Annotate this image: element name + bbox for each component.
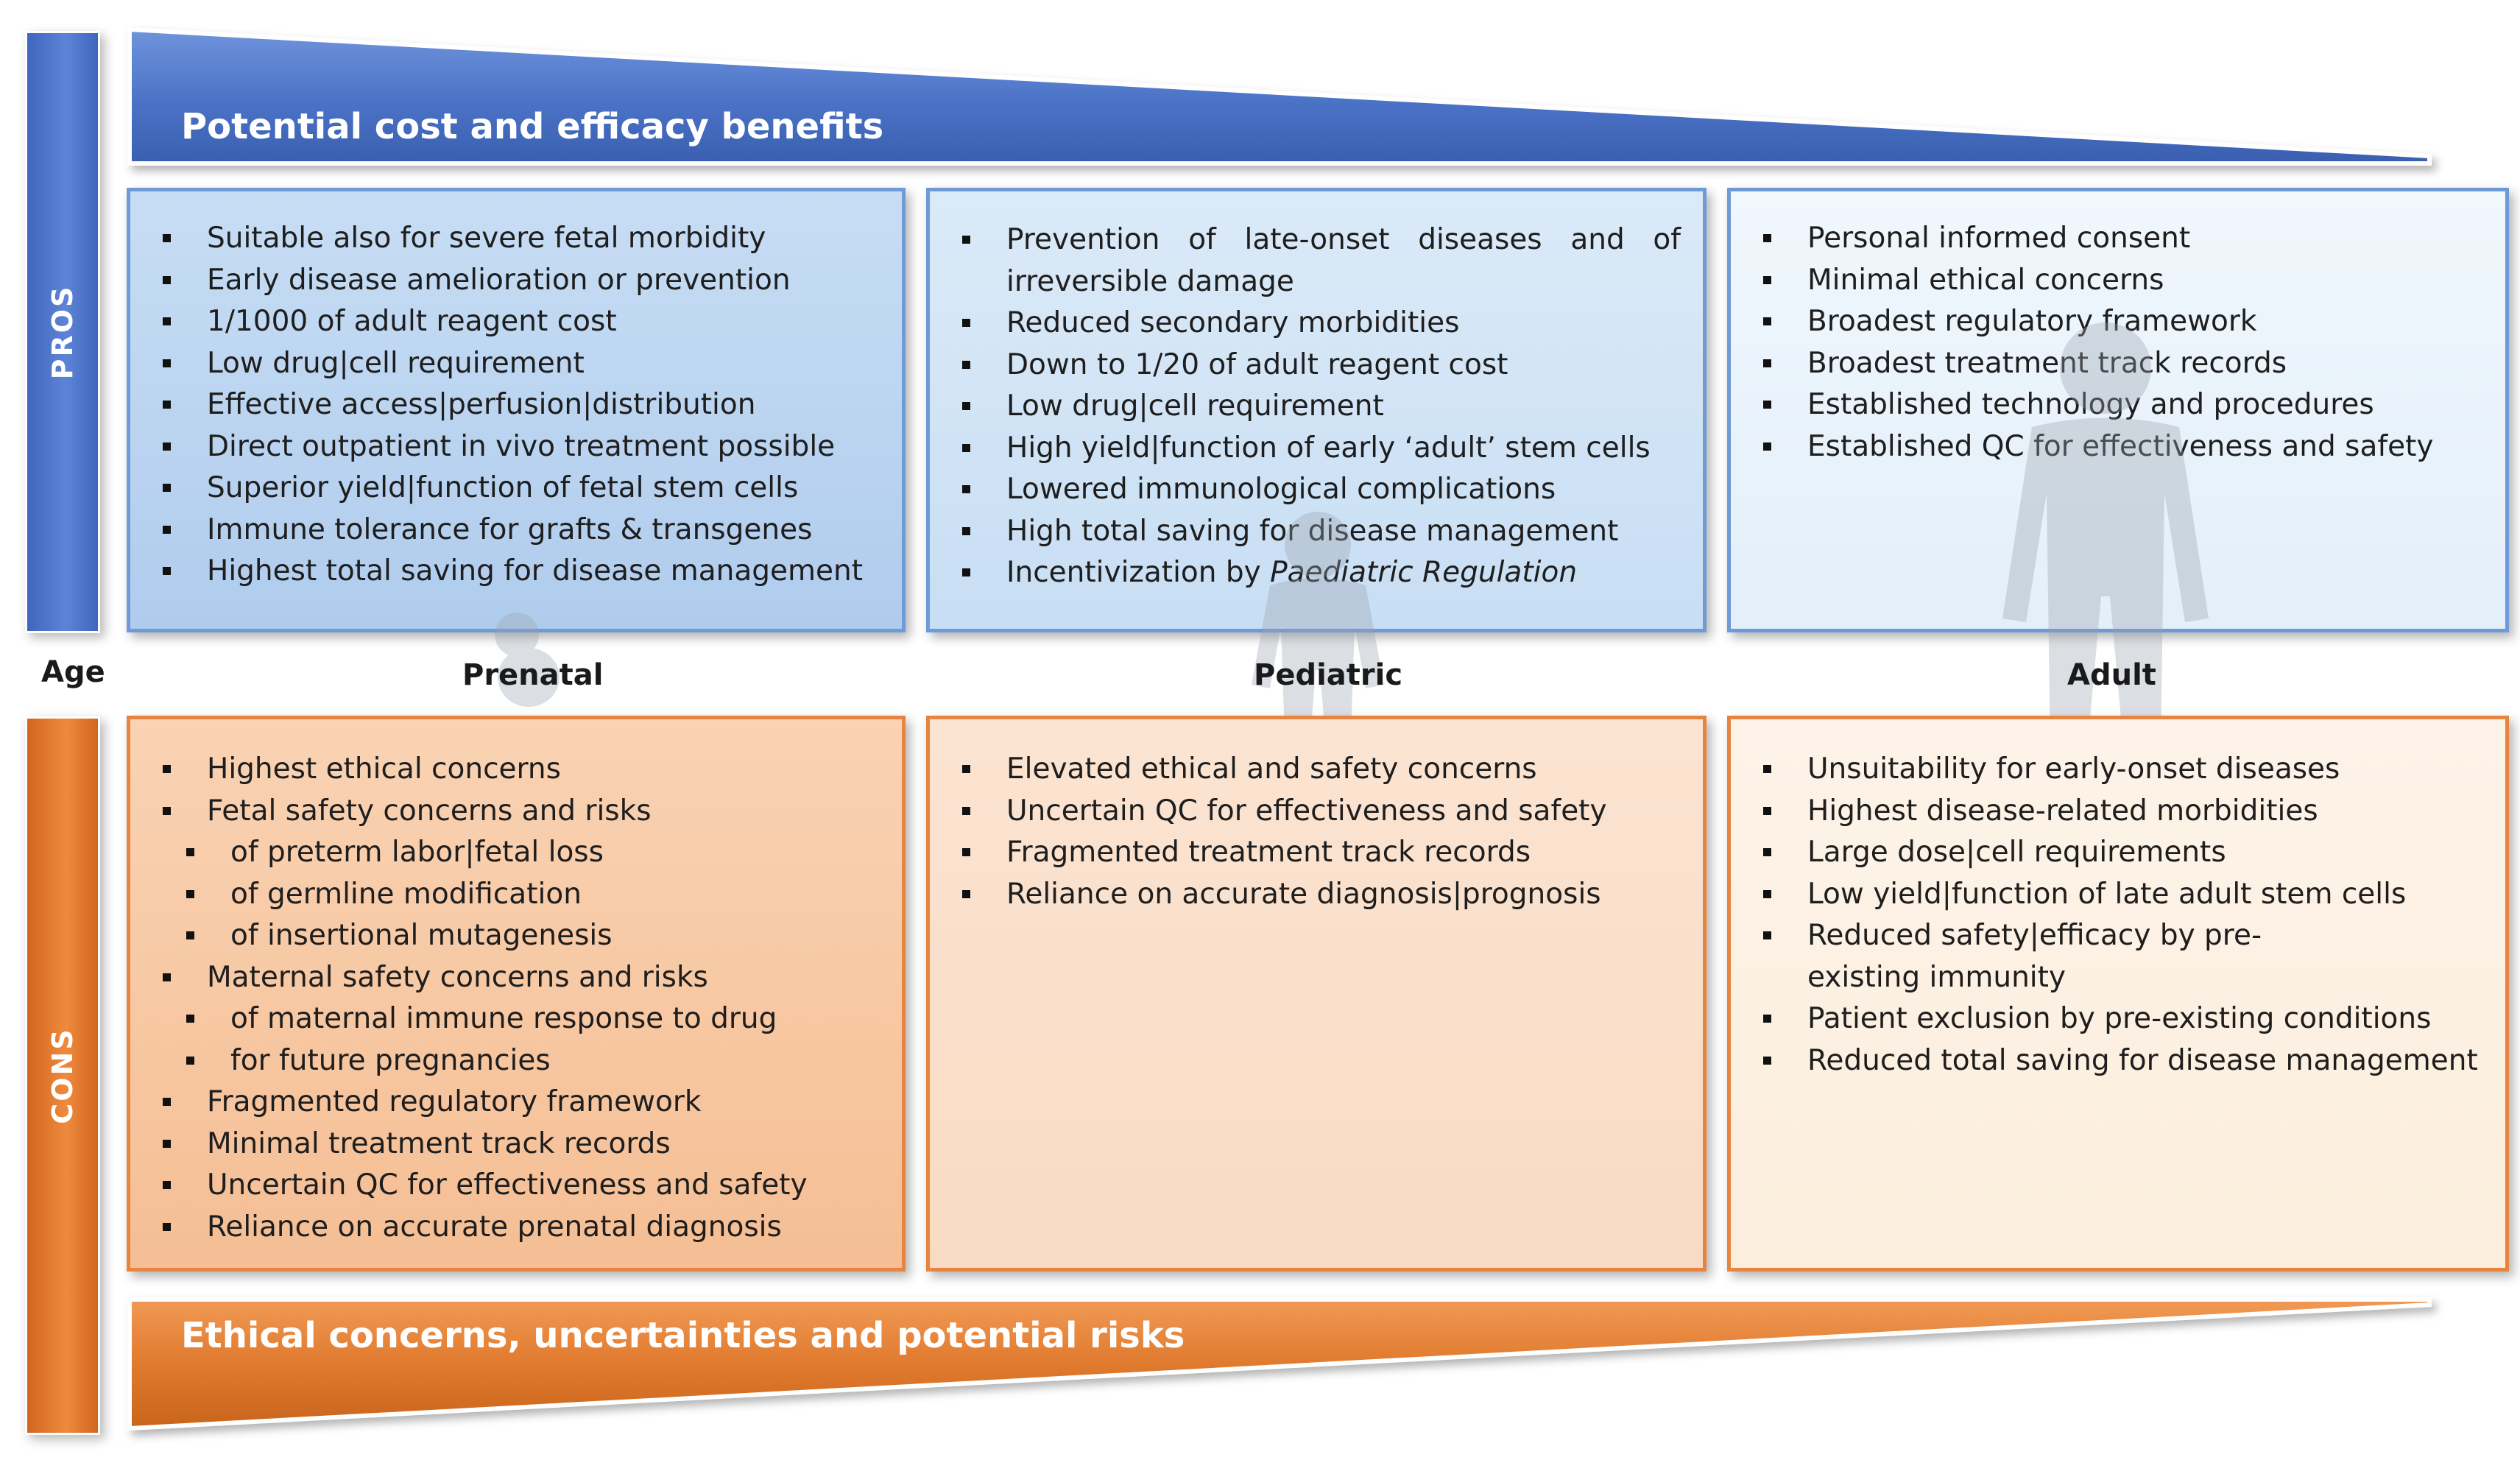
list-item: Down to 1/20 of adult reagent cost xyxy=(930,345,1703,387)
list-item: Immune tolerance for grafts & transgenes xyxy=(130,509,902,551)
fetus-silhouette-icon xyxy=(495,613,560,707)
list-item-text: irreversible damage xyxy=(1006,264,1294,298)
column-label-pediatric: Pediatric xyxy=(1254,658,1403,692)
age-label: Age xyxy=(41,655,105,689)
list-item: Uncertain QC for effectiveness and safet… xyxy=(130,1165,902,1207)
sub-list-item: for future pregnancies xyxy=(130,1040,902,1082)
cons-adult-box: Unsuitability for early-onset diseases H… xyxy=(1727,716,2509,1272)
list-item: Highest ethical concerns xyxy=(130,749,902,791)
column-label-adult: Adult xyxy=(2067,658,2156,692)
list-item: Highest disease-related morbidities xyxy=(1731,791,2505,833)
child-silhouette-icon xyxy=(1252,512,1384,736)
list-item: Elevated ethical and safety concerns xyxy=(930,749,1703,791)
list-item: Minimal ethical concerns xyxy=(1731,260,2505,302)
list-item: Established technology and procedures xyxy=(1731,384,2505,426)
list-item-italic: Paediatric Regulation xyxy=(1270,556,1578,589)
list-item: High total saving for disease management xyxy=(930,511,1703,553)
list-item: Personal informed consent xyxy=(1731,218,2505,260)
list-item: High yield|function of early ‘adult’ ste… xyxy=(930,428,1703,470)
sub-list-item: of preterm labor|fetal loss xyxy=(130,832,902,874)
list-item: Broadest regulatory framework xyxy=(1731,301,2505,343)
pros-adult-box: Personal informed consent Minimal ethica… xyxy=(1727,188,2509,632)
list-item: Low drug|cell requirement xyxy=(130,343,902,385)
list-item: Reduced safety|efficacy by pre-existing … xyxy=(1731,915,2360,998)
list-item: Highest total saving for disease managem… xyxy=(130,551,902,593)
adult-silhouette-icon xyxy=(2002,322,2209,751)
bottom-banner-title: Ethical concerns, uncertainties and pote… xyxy=(181,1315,1185,1356)
list-item: Unsuitability for early-onset diseases xyxy=(1731,749,2505,791)
list-item: Reduced total saving for disease managem… xyxy=(1731,1040,2505,1082)
list-item: Superior yield|function of fetal stem ce… xyxy=(130,468,902,509)
cons-prenatal-box: Highest ethical concerns Fetal safety co… xyxy=(127,716,906,1272)
sub-list-item: of maternal immune response to drug xyxy=(130,998,902,1040)
pros-sidebar: PROS xyxy=(25,31,100,633)
list-item: Low drug|cell requirement xyxy=(930,386,1703,428)
list-item: Suitable also for severe fetal morbidity xyxy=(130,218,902,260)
pros-pediatric-box: Prevention of late-onset diseases and of… xyxy=(926,188,1707,632)
list-item: Uncertain QC for effectiveness and safet… xyxy=(930,791,1703,833)
list-item: Minimal treatment track records xyxy=(130,1124,902,1165)
sub-list-item: of insertional mutagenesis xyxy=(130,915,902,957)
list-item: Fragmented treatment track records xyxy=(930,832,1703,874)
list-item: Prevention of late-onset diseases and of xyxy=(930,219,1703,261)
list-item: Established QC for effectiveness and saf… xyxy=(1731,426,2505,468)
list-item: Fetal safety concerns and risks xyxy=(130,791,902,833)
list-item-text: Incentivization by xyxy=(1006,556,1271,589)
column-label-prenatal: Prenatal xyxy=(462,658,604,692)
cons-sidebar: CONS xyxy=(25,716,100,1435)
pros-label: PROS xyxy=(46,284,79,380)
list-item: Maternal safety concerns and risks xyxy=(130,957,902,999)
list-item: Broadest treatment track records xyxy=(1731,343,2505,385)
list-item: Lowered immunological complications xyxy=(930,469,1703,511)
list-item: 1/1000 of adult reagent cost xyxy=(130,301,902,343)
pros-prenatal-box: Suitable also for severe fetal morbidity… xyxy=(127,188,906,632)
list-item: Low yield|function of late adult stem ce… xyxy=(1731,874,2505,916)
list-item: Reliance on accurate diagnosis|prognosis xyxy=(930,874,1703,916)
list-item: Fragmented regulatory framework xyxy=(130,1082,902,1124)
list-item: Reduced secondary morbidities xyxy=(930,303,1703,345)
list-item: Large dose|cell requirements xyxy=(1731,832,2505,874)
cons-pediatric-box: Elevated ethical and safety concerns Unc… xyxy=(926,716,1707,1272)
top-banner-title: Potential cost and efficacy benefits xyxy=(181,106,884,147)
list-item: Incentivization by Paediatric Regulation xyxy=(930,552,1703,594)
list-item-text: Prevention of late-onset diseases and of xyxy=(1006,223,1681,256)
list-item: Patient exclusion by pre-existing condit… xyxy=(1731,998,2505,1040)
list-item: Early disease amelioration or prevention xyxy=(130,260,902,302)
cons-label: CONS xyxy=(46,1027,79,1124)
list-item: Effective access|perfusion|distribution xyxy=(130,384,902,426)
list-item: Direct outpatient in vivo treatment poss… xyxy=(130,426,902,468)
list-item-continuation: irreversible damage xyxy=(930,261,1703,303)
sub-list-item: of germline modification xyxy=(130,874,902,916)
list-item: Reliance on accurate prenatal diagnosis xyxy=(130,1207,902,1249)
